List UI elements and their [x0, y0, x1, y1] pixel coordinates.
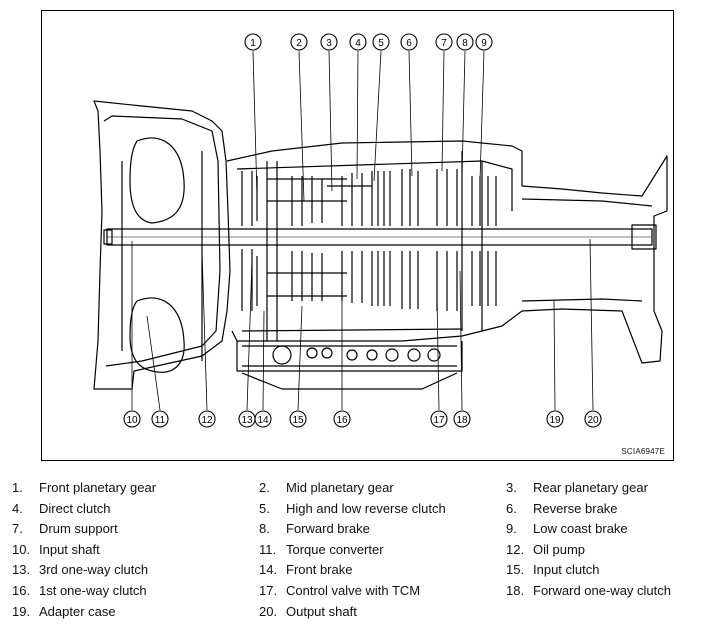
legend-label: High and low reverse clutch: [286, 500, 446, 516]
legend-number: 14.: [259, 562, 278, 578]
legend-number: 18.: [506, 583, 525, 598]
callout-7: 7: [435, 33, 453, 51]
callout-6: 6: [400, 33, 418, 51]
callout-10: 10: [123, 410, 141, 428]
legend-number: 5.: [259, 500, 270, 516]
legend-number: 13.: [12, 562, 31, 578]
legend-label: Front brake: [286, 562, 353, 578]
callout-number: 19: [549, 415, 561, 426]
legend-label: Adapter case: [39, 603, 116, 619]
legend-label: Forward one-way clutch: [533, 583, 671, 598]
callout-number: 12: [201, 415, 213, 426]
callout-number: 14: [257, 415, 269, 426]
callout-number: 2: [296, 38, 302, 49]
callout-8: 8: [456, 33, 474, 51]
legend-label: Front planetary gear: [39, 480, 157, 495]
legend-number: 6.: [506, 500, 517, 516]
legend-number: 19.: [12, 603, 31, 619]
legend-number: 2.: [259, 480, 270, 495]
legend-number: 8.: [259, 521, 270, 537]
callout-9: 9: [475, 33, 493, 51]
legend-label: Reverse brake: [533, 500, 618, 516]
callout-11: 11: [151, 410, 169, 428]
legend-label: Oil pump: [533, 541, 586, 557]
callout-19: 19: [546, 410, 564, 428]
callout-number: 10: [126, 415, 138, 426]
callout-number: 3: [326, 38, 332, 49]
legend-label: Input clutch: [533, 562, 600, 578]
legend-label: Low coast brake: [533, 521, 628, 537]
callout-number: 6: [406, 38, 412, 49]
legend-number: 7.: [12, 521, 23, 537]
legend-number: 17.: [259, 583, 278, 598]
callout-4: 4: [349, 33, 367, 51]
legend-label: Output shaft: [286, 603, 357, 619]
legend-label: Forward brake: [286, 521, 370, 537]
callout-number: 16: [336, 415, 348, 426]
legend-label: Direct clutch: [39, 500, 111, 516]
callout-5: 5: [372, 33, 390, 51]
legend-number: 4.: [12, 500, 23, 516]
callout-3: 3: [320, 33, 338, 51]
legend-number: 10.: [12, 541, 31, 557]
legend-number: 12.: [506, 541, 525, 557]
legend-number: 16.: [12, 583, 31, 598]
callout-number: 13: [241, 415, 253, 426]
callout-14: 14: [254, 410, 272, 428]
callout-number: 1: [250, 38, 256, 49]
callout-number: 20: [587, 415, 599, 426]
callout-number: 7: [441, 38, 447, 49]
callout-number: 5: [378, 38, 384, 49]
callout-number: 15: [292, 415, 304, 426]
legend-number: 3.: [506, 480, 517, 495]
legend-label: Torque converter: [286, 541, 384, 557]
callout-number: 17: [433, 415, 445, 426]
callout-1: 1: [244, 33, 262, 51]
callout-20: 20: [584, 410, 602, 428]
legend-number: 11.: [259, 541, 277, 557]
callout-16: 16: [333, 410, 351, 428]
callout-12: 12: [198, 410, 216, 428]
callout-15: 15: [289, 410, 307, 428]
legend-label: Mid planetary gear: [286, 480, 394, 495]
callout-number: 9: [481, 38, 487, 49]
callout-number: 11: [155, 415, 166, 426]
legend-label: Control valve with TCM: [286, 583, 421, 598]
legend-number: 1.: [12, 480, 23, 495]
callout-17: 17: [430, 410, 448, 428]
legend-number: 20.: [259, 603, 278, 619]
legend-number: 15.: [506, 562, 525, 578]
legend-label: Drum support: [39, 521, 118, 537]
callout-2: 2: [290, 33, 308, 51]
legend-label: Rear planetary gear: [533, 480, 648, 495]
callout-13: 13: [238, 410, 256, 428]
legend-number: 9.: [506, 521, 517, 537]
callout-number: 18: [456, 415, 468, 426]
legend-label: 3rd one-way clutch: [39, 562, 149, 578]
figure-code: SCIA6947E: [621, 447, 665, 456]
legend-label: Input shaft: [39, 541, 100, 557]
callout-18: 18: [453, 410, 471, 428]
legend-label: 1st one-way clutch: [39, 583, 147, 598]
callout-number: 8: [462, 38, 468, 49]
callout-number: 4: [355, 38, 361, 49]
